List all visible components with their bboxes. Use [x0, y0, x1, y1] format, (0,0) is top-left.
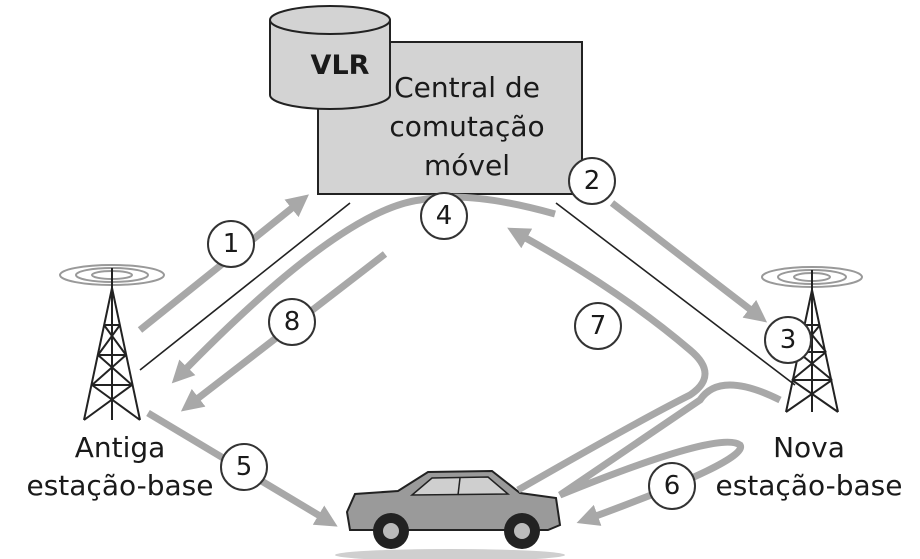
- old-base-station-label: Antiga estação-base: [0, 432, 240, 502]
- old-base-station-label-line-2: estação-base: [26, 469, 214, 502]
- step-3-badge: 3: [764, 316, 812, 364]
- old-base-station-label-line-1: Antiga: [74, 431, 166, 464]
- step-1-badge: 1: [207, 220, 255, 268]
- step-2-badge: 2: [568, 157, 616, 205]
- msc-label: Central de comutação móvel: [352, 68, 582, 185]
- car-icon: [335, 469, 565, 559]
- msc-label-line-2: comutação: [389, 110, 545, 143]
- new-base-station-label-line-2: estação-base: [715, 469, 903, 502]
- msc-label-line-3: móvel: [424, 149, 510, 182]
- step-5-badge: 5: [220, 443, 268, 491]
- arrow-step-4: [171, 193, 556, 384]
- step-4-badge: 4: [420, 192, 468, 240]
- arrow-step-2: [609, 200, 768, 323]
- msc-label-line-1: Central de: [394, 71, 540, 104]
- step-7-badge: 7: [574, 302, 622, 350]
- new-base-station-label-line-1: Nova: [773, 431, 845, 464]
- step-8-badge: 8: [268, 298, 316, 346]
- vlr-label: VLR: [310, 50, 370, 81]
- old-base-station-tower-icon: [59, 264, 165, 421]
- new-base-station-label: Nova estação-base: [700, 432, 918, 502]
- arrow-step-6: [558, 381, 782, 526]
- vlr-database-icon: [269, 5, 391, 110]
- link-msc-old-bs: [139, 202, 351, 371]
- step-6-badge: 6: [648, 462, 696, 510]
- arrow-step-7: [507, 227, 709, 494]
- link-msc-new-bs: [555, 202, 796, 386]
